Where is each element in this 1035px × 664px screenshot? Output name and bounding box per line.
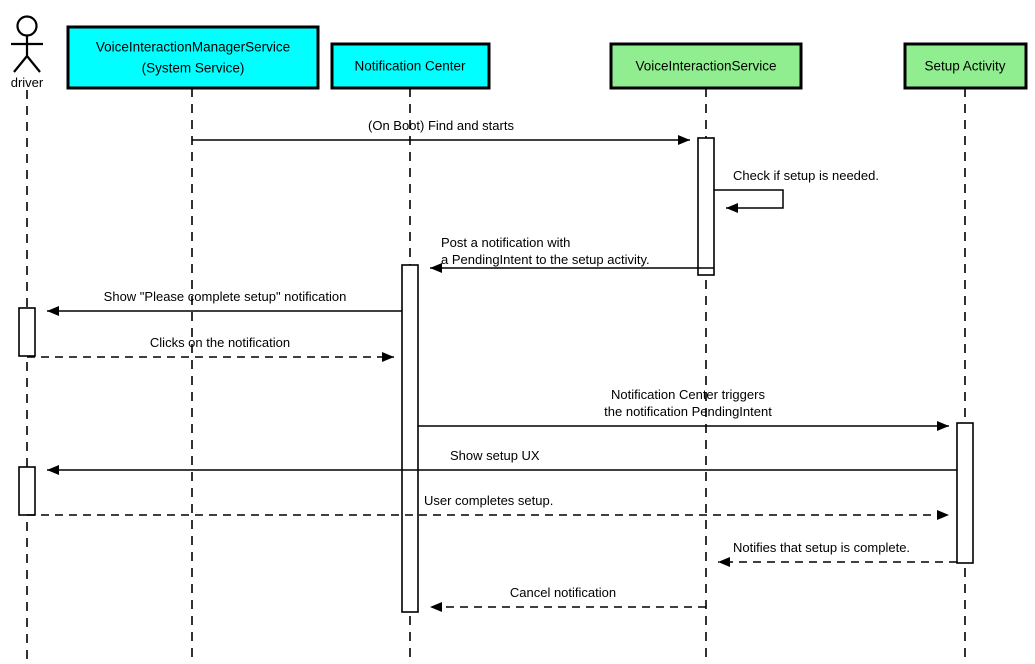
actor-leg-right-icon bbox=[26, 55, 41, 73]
actor-head-icon bbox=[16, 15, 38, 37]
activation-bar-driver-2 bbox=[18, 466, 36, 516]
message-label: Show setup UX bbox=[450, 448, 540, 463]
message-on-boot-find-and-starts[interactable]: (On Boot) Find and starts bbox=[192, 118, 690, 145]
message-label: Show "Please complete setup" notificatio… bbox=[104, 289, 347, 304]
participant-setup-activity[interactable]: Setup Activity bbox=[903, 42, 1028, 90]
message-label: Clicks on the notification bbox=[150, 335, 290, 350]
activation-bar-setup-activity-1 bbox=[956, 422, 974, 564]
message-label-line2: a PendingIntent to the setup activity. bbox=[441, 252, 650, 267]
participant-label-notification-center: Notification Center bbox=[354, 59, 466, 74]
activations-layer bbox=[18, 137, 974, 613]
participant-label-driver: driver bbox=[11, 75, 44, 90]
participant-notification-center[interactable]: Notification Center bbox=[330, 42, 491, 90]
participant-box-vis[interactable] bbox=[609, 42, 803, 90]
message-label: User completes setup. bbox=[424, 493, 553, 508]
participant-box-notification-center[interactable] bbox=[330, 42, 491, 90]
message-label: Notifies that setup is complete. bbox=[733, 540, 910, 555]
participant-label-vims-line2: (System Service) bbox=[142, 61, 245, 76]
message-label: Cancel notification bbox=[510, 585, 616, 600]
message-show-setup-ux[interactable]: Show setup UX bbox=[47, 448, 957, 475]
message-label-line2: the notification PendingIntent bbox=[604, 404, 772, 419]
message-notifies-that-setup-is-complete[interactable]: Notifies that setup is complete. bbox=[718, 540, 957, 567]
participant-box-vims[interactable] bbox=[66, 25, 320, 90]
message-show-please-complete-setup-notification[interactable]: Show "Please complete setup" notificatio… bbox=[47, 289, 402, 316]
message-notification-center-triggers-pendingintent[interactable]: Notification Center triggers the notific… bbox=[418, 387, 949, 431]
message-user-completes-setup[interactable]: User completes setup. bbox=[27, 493, 949, 520]
participant-label-vims-line1: VoiceInteractionManagerService bbox=[96, 40, 290, 55]
participant-vis[interactable]: VoiceInteractionService bbox=[609, 42, 803, 90]
participant-label-setup-activity: Setup Activity bbox=[924, 59, 1005, 74]
message-label-line1: Post a notification with bbox=[441, 235, 570, 250]
message-clicks-on-the-notification[interactable]: Clicks on the notification bbox=[27, 335, 394, 362]
activation-bar-notification-center-1 bbox=[401, 264, 419, 613]
activation-bar-driver-1 bbox=[18, 307, 36, 357]
participant-vims[interactable]: VoiceInteractionManagerService (System S… bbox=[66, 25, 320, 90]
actor-leg-left-icon bbox=[13, 55, 28, 73]
participant-box-setup-activity[interactable] bbox=[903, 42, 1028, 90]
message-label: Check if setup is needed. bbox=[733, 168, 879, 183]
message-cancel-notification[interactable]: Cancel notification bbox=[430, 585, 706, 612]
message-label: (On Boot) Find and starts bbox=[368, 118, 514, 133]
message-post-a-notification[interactable]: Post a notification with a PendingIntent… bbox=[430, 235, 714, 273]
message-check-if-setup-is-needed[interactable]: Check if setup is needed. bbox=[714, 168, 879, 213]
message-label-line1: Notification Center triggers bbox=[611, 387, 765, 402]
activation-bar-vis-1 bbox=[697, 137, 715, 276]
participant-driver[interactable]: driver bbox=[11, 15, 44, 91]
message-self-call-path bbox=[714, 189, 784, 213]
participant-label-vis: VoiceInteractionService bbox=[635, 59, 776, 74]
